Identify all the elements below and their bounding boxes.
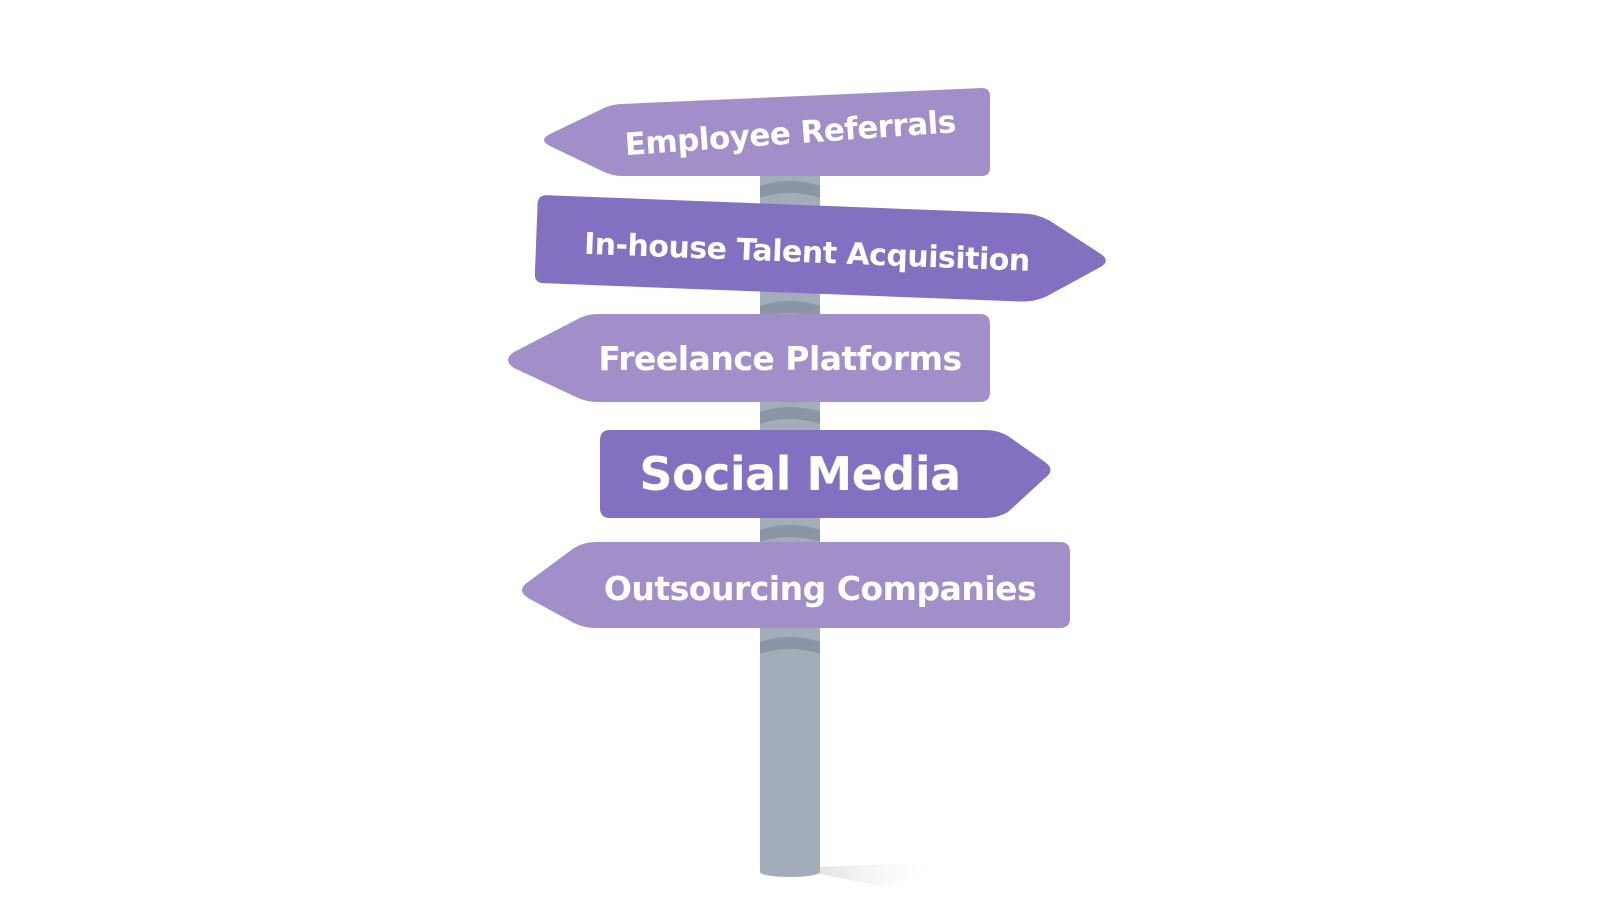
pole-band <box>760 181 820 198</box>
ground-shadow <box>790 862 945 886</box>
sign-board <box>522 542 1070 628</box>
sign-board <box>534 195 1106 302</box>
sign-label: Outsourcing Companies <box>604 569 1036 608</box>
pole-band <box>760 525 820 542</box>
sign-outsourcing-companies: Outsourcing Companies <box>522 542 1070 628</box>
sign-in-house-talent-acquisition: In-house Talent Acquisition <box>534 195 1106 302</box>
sign-freelance-platforms: Freelance Platforms <box>508 314 990 402</box>
sign-social-media: Social Media <box>600 430 1051 518</box>
sign-label: Social Media <box>639 447 960 501</box>
pole-band <box>760 407 820 424</box>
sign-board <box>600 430 1051 518</box>
sign-board <box>508 314 990 402</box>
signpost-pole-base <box>760 867 820 877</box>
pole-band <box>760 637 820 654</box>
sign-board <box>544 88 990 176</box>
sign-employee-referrals: Employee Referrals <box>544 88 990 176</box>
sign-label: Freelance Platforms <box>598 339 961 378</box>
pole-band <box>760 301 820 318</box>
